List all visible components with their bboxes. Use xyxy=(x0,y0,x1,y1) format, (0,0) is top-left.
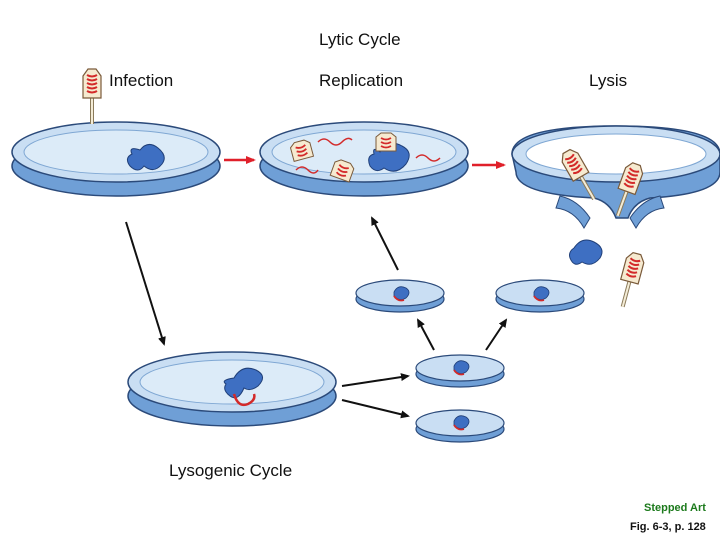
replication-cell xyxy=(259,121,469,197)
arrow-infection-to-lysogenic xyxy=(125,221,166,346)
lytic-cycle-title: Lytic Cycle xyxy=(319,30,401,49)
stepped-art-label: Stepped Art xyxy=(644,502,706,514)
prophage xyxy=(232,393,256,407)
infection-label: Infection xyxy=(109,71,174,90)
host-chromosome xyxy=(126,144,165,171)
small-cell-2 xyxy=(495,279,585,313)
arrow-cell-3-to-cell-1 xyxy=(417,318,435,351)
phage-head-2 xyxy=(375,132,397,152)
phage-head-3 xyxy=(329,159,355,183)
lysis-cell xyxy=(511,125,720,265)
phage-dna-strand xyxy=(317,137,353,146)
arrow-lysogenic-to-cell-3 xyxy=(341,373,410,387)
bacteriophage-icon xyxy=(81,67,103,126)
small-cell-4 xyxy=(415,409,505,443)
small-cell-1 xyxy=(355,279,445,313)
released-phage-3 xyxy=(611,249,648,312)
lysogenic-cell xyxy=(127,351,337,427)
lysis-label: Lysis xyxy=(589,71,628,90)
host-chromosome xyxy=(368,142,410,172)
figure-caption: Fig. 6-3, p. 128 xyxy=(630,521,706,533)
integrated-chromosome xyxy=(223,367,263,399)
phage-dna-strand xyxy=(295,166,319,174)
lysogenic-cycle-title: Lysogenic Cycle xyxy=(169,461,293,480)
infection-cell xyxy=(11,121,221,197)
arrow-cell-1-to-replication xyxy=(371,216,399,271)
ruptured-membrane-left xyxy=(555,195,591,229)
replication-label: Replication xyxy=(319,71,404,90)
arrow-cell-3-to-cell-2 xyxy=(485,318,508,351)
phage-dna-strand xyxy=(415,154,441,162)
ruptured-membrane-right xyxy=(629,195,665,229)
phage-head-1 xyxy=(289,139,315,162)
arrow-lysogenic-to-cell-4 xyxy=(341,399,410,419)
released-chromosome xyxy=(569,239,603,265)
small-cell-3 xyxy=(415,354,505,388)
